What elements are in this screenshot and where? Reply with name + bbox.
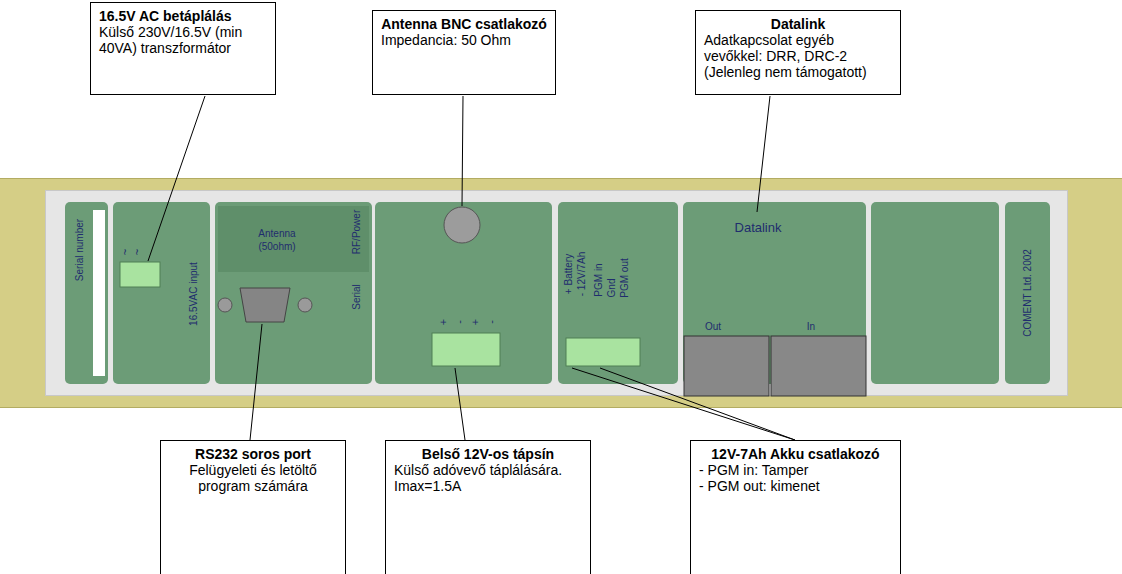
callout-box: DatalinkAdatkapcsolat egyéb vevőkkel: DR… <box>695 10 901 95</box>
callout-box: 12V-7Ah Akku csatlakozó- PGM in: Tamper-… <box>690 440 901 574</box>
callout-heading: RS232 soros port <box>169 446 337 462</box>
callout-box: Antenna BNC csatlakozóImpedancia: 50 Ohm <box>372 10 556 95</box>
panel-section: Antenna (50ohm) RF/PowerSerial <box>215 202 372 384</box>
panel-label: Serial <box>351 284 362 310</box>
callout-text: Külső 230V/16.5V (min 40VA) transzformát… <box>99 24 267 56</box>
panel-label: + Battery <box>563 254 574 294</box>
panel-label: PGM in <box>593 263 604 296</box>
panel-label: + <box>438 319 449 325</box>
panel-label: Antenna (50ohm) <box>249 227 305 253</box>
callout-text: - PGM out: kimenet <box>699 478 892 494</box>
panel-label: Datalink <box>735 222 782 233</box>
leader-line <box>572 368 795 440</box>
blank-section <box>871 202 999 384</box>
panel-label: 16.5VAC input <box>188 262 199 326</box>
panel-label: Serial number <box>74 219 85 281</box>
panel-label: PGM out <box>619 258 630 297</box>
panel-section: Serial number <box>65 202 108 384</box>
panel-section: COMENT Ltd. 2002 <box>1005 202 1050 384</box>
screw-hole <box>218 298 232 312</box>
terminal-block <box>566 338 640 366</box>
panel-label: COMENT Ltd. 2002 <box>1022 249 1033 337</box>
panel-label: ~ <box>120 249 131 255</box>
panel-label: - <box>454 320 465 324</box>
db9-connector <box>240 288 290 322</box>
panel-label: RF/Power <box>351 210 362 254</box>
panel-section: ~~16.5VAC input <box>113 202 210 384</box>
panel-label: ~ <box>132 249 143 255</box>
callout-box: RS232 soros portFelügyeleti és letöltő p… <box>160 440 346 574</box>
panel-label: Out <box>705 321 721 332</box>
label-strip <box>93 210 105 376</box>
callout-heading: 12V-7Ah Akku csatlakozó <box>699 446 892 462</box>
callout-text: Impedancia: 50 Ohm <box>381 32 547 48</box>
panel-label: + <box>470 319 481 325</box>
callout-heading: Belső 12V-os tápsín <box>394 446 582 462</box>
panel-label: In <box>807 321 815 332</box>
callout-text: Külső adóvevő táplálására. Imax=1.5A <box>394 462 582 494</box>
terminal-block <box>432 333 500 366</box>
callout-heading: Datalink <box>704 16 892 32</box>
panel-label: Gnd <box>606 279 617 298</box>
datalink-port <box>771 336 866 396</box>
callout-heading: Antenna BNC csatlakozó <box>381 16 547 32</box>
callout-text: Felügyeleti és letöltő program számára <box>169 462 337 494</box>
bnc-connector <box>444 207 480 243</box>
callout-text: - PGM in: Tamper <box>699 462 892 478</box>
screw-hole <box>298 298 312 312</box>
leader-line <box>148 96 205 261</box>
panel-label: - <box>486 320 497 324</box>
panel-label: - 12V/7Ah <box>576 252 587 296</box>
leader-line <box>600 368 795 440</box>
callout-heading: 16.5V AC betáplálás <box>99 8 267 24</box>
leader-line <box>757 96 770 212</box>
terminal-block <box>120 262 160 287</box>
datalink-port <box>684 336 769 396</box>
leader-line <box>462 96 463 206</box>
callout-box: 16.5V AC betáplálásKülső 230V/16.5V (min… <box>90 2 276 95</box>
leader-line <box>455 368 465 440</box>
callout-text: Adatkapcsolat egyéb vevőkkel: DRR, DRC-2… <box>704 32 892 80</box>
callout-box: Belső 12V-os tápsínKülső adóvevő táplálá… <box>385 440 591 574</box>
leader-line <box>250 324 262 440</box>
